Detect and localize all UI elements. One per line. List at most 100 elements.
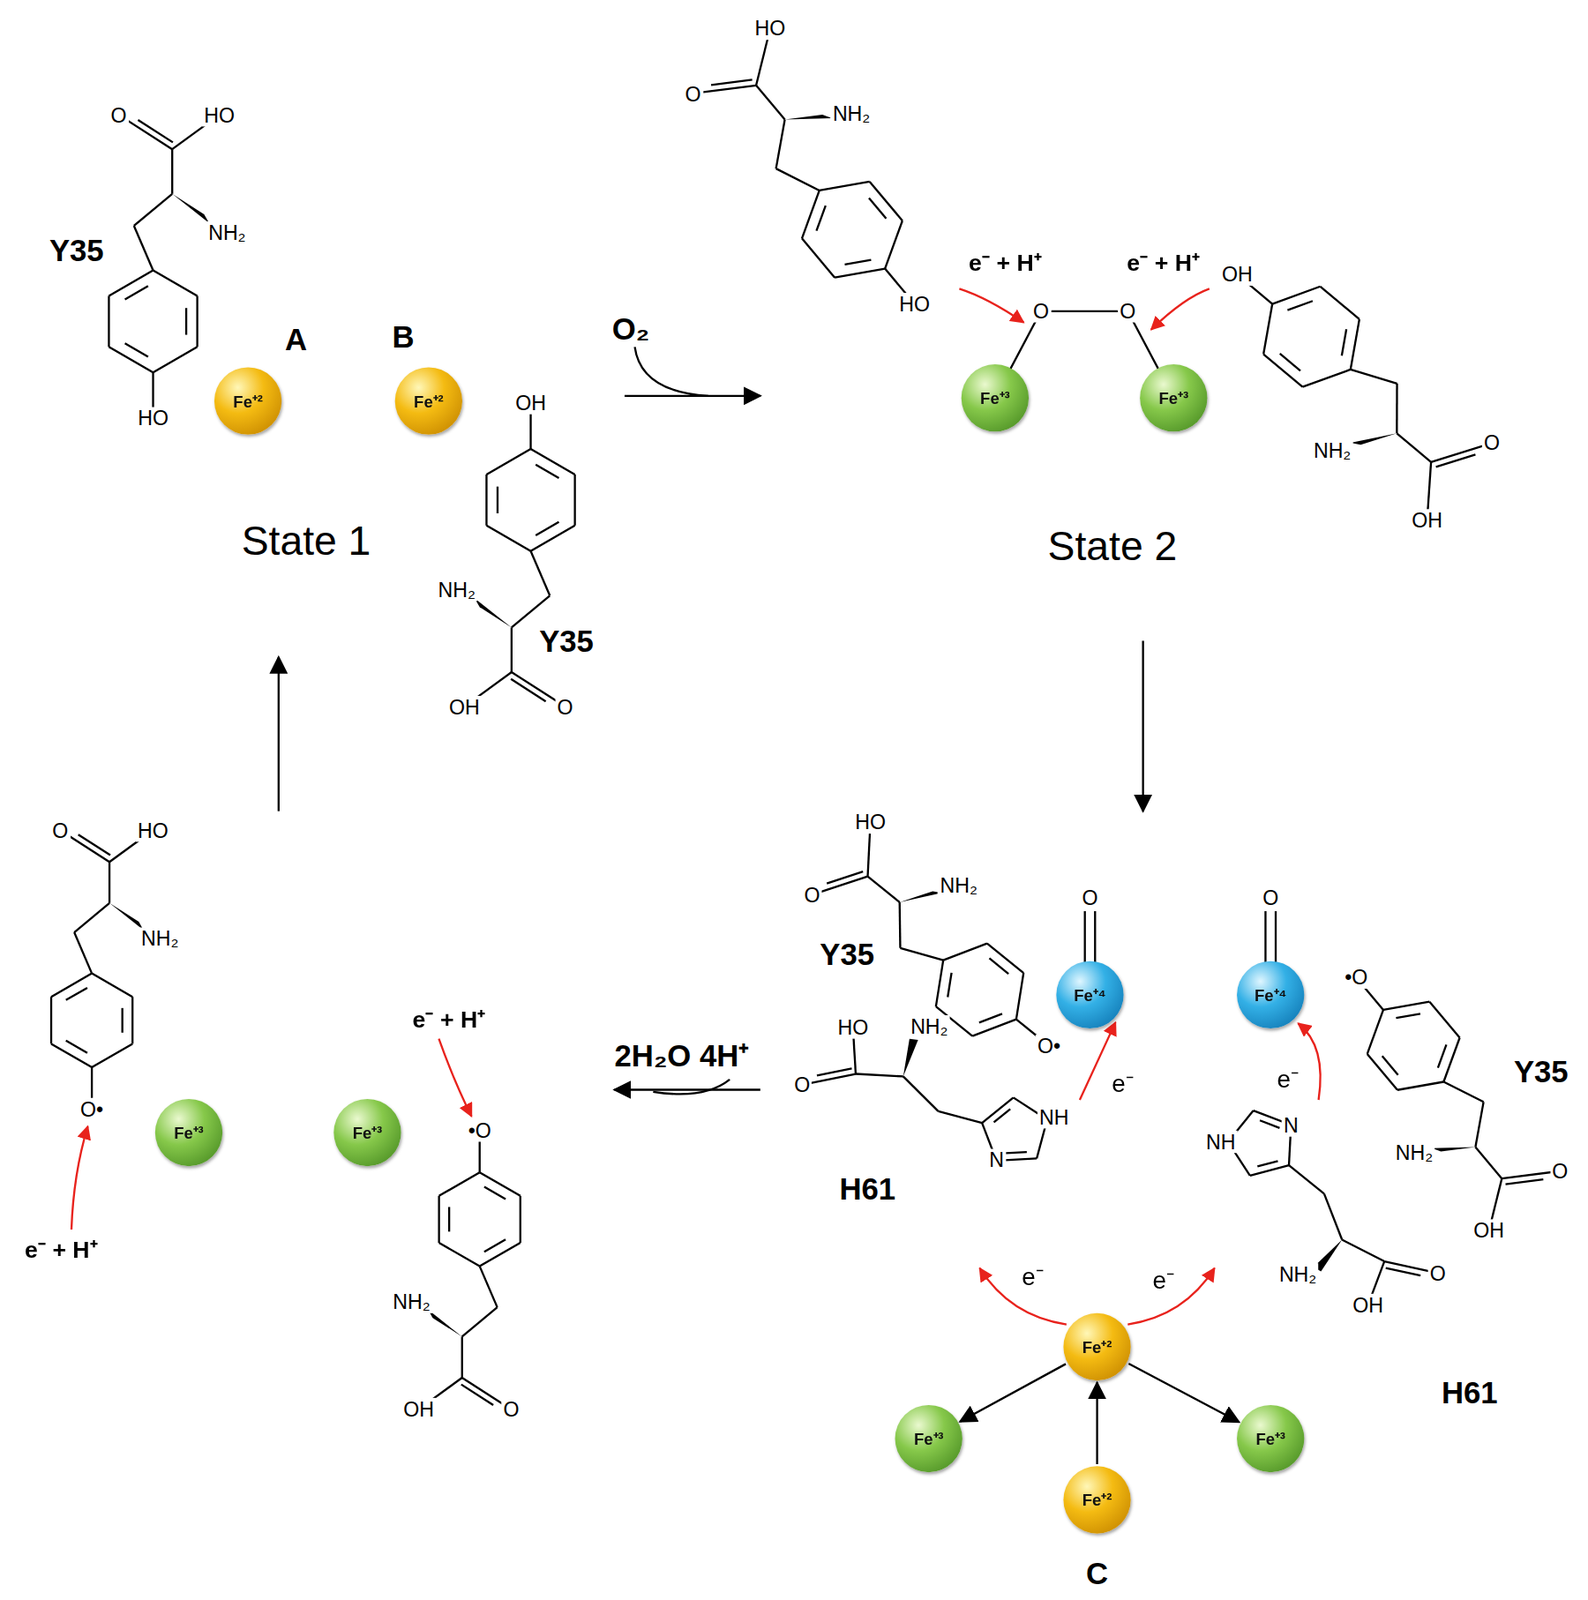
bond: [485, 474, 487, 526]
electron-proton-label: e⁻ + H⁺: [22, 1236, 100, 1263]
cycle-arrow: [1141, 640, 1144, 811]
bond: [1341, 1240, 1385, 1263]
bond: [66, 988, 88, 1001]
bond: [988, 958, 1009, 974]
residue-label: H61: [1439, 1376, 1500, 1410]
residue-label: Y35: [537, 623, 596, 658]
bond: [153, 270, 198, 297]
bond: [461, 1336, 464, 1379]
bond: [125, 343, 149, 357]
bond: [987, 943, 1024, 974]
residue-label: B: [389, 320, 417, 354]
atom-label: NH₂: [390, 1290, 433, 1313]
bond: [943, 943, 988, 961]
bond: [816, 205, 825, 232]
iron-sphere: Fe⁺³: [333, 1099, 401, 1167]
bond: [461, 1385, 494, 1406]
atom-label: O: [50, 819, 71, 842]
bond: [884, 220, 903, 269]
cycle-arrow: [614, 1088, 760, 1091]
electron-label: e⁻: [1019, 1264, 1046, 1292]
atom-label: NH₂: [435, 577, 478, 600]
electron-arrow: [958, 288, 1024, 323]
bond: [479, 1172, 521, 1197]
bond: [479, 1243, 521, 1267]
bond: [1443, 1081, 1484, 1102]
bond: [1320, 286, 1360, 320]
bond: [185, 307, 188, 335]
bond: [573, 474, 576, 526]
bond: [898, 902, 902, 949]
bond: [868, 198, 887, 219]
atom-label: O: [1260, 886, 1281, 909]
electron-arrow: [438, 1039, 472, 1117]
bond: [486, 525, 531, 552]
electron-label: e⁻: [1274, 1066, 1301, 1094]
bond: [826, 871, 863, 884]
iron-sphere: Fe⁺³: [155, 1099, 223, 1167]
bond: [801, 190, 820, 239]
bond: [899, 948, 944, 961]
bond: [125, 285, 149, 300]
bond: [439, 1243, 480, 1267]
bond: [51, 973, 92, 998]
bond: [531, 449, 576, 475]
atom-label: O: [1550, 1160, 1571, 1183]
bond: [439, 1172, 480, 1197]
bond: [484, 1239, 506, 1252]
state-label: State 1: [239, 518, 373, 564]
wedge-bond: [1431, 1146, 1476, 1152]
bond: [711, 79, 753, 85]
reagent-label: 2H₂O 4H⁺: [612, 1039, 751, 1073]
atom-label: O: [801, 883, 823, 907]
bond: [1274, 911, 1277, 965]
bond: [819, 181, 870, 191]
bond: [1259, 1120, 1280, 1129]
bond: [1395, 383, 1399, 434]
bond: [519, 1196, 522, 1244]
bond: [108, 270, 153, 297]
bond: [1280, 353, 1301, 372]
electron-label: e⁻: [1109, 1070, 1136, 1098]
atom-label: NH₂: [937, 874, 980, 897]
bond: [994, 1108, 1012, 1123]
bond: [1505, 1179, 1544, 1184]
residue-label: C: [1084, 1557, 1111, 1591]
bond: [448, 1206, 450, 1232]
bond: [1395, 1013, 1421, 1019]
atom-label: O: [1079, 886, 1101, 909]
bond: [91, 973, 133, 998]
reagent-label: O₂: [609, 311, 652, 345]
bond: [462, 1307, 498, 1337]
atom-label: NH₂: [206, 220, 248, 243]
bond: [834, 269, 885, 278]
bond: [1250, 1165, 1289, 1177]
residue-label: Y35: [1512, 1055, 1571, 1089]
bond: [1475, 1146, 1502, 1179]
bond: [78, 834, 111, 855]
atom-label: O•: [78, 1098, 106, 1121]
bond: [1443, 1037, 1460, 1082]
bond: [1341, 329, 1347, 356]
atom-label: OH: [447, 695, 482, 718]
bond: [510, 679, 546, 702]
iron-sphere: Fe⁺³: [961, 364, 1029, 432]
atom-label: NH₂: [1393, 1141, 1435, 1164]
atom-label: OH: [1409, 509, 1445, 532]
bond: [1093, 911, 1096, 965]
electron-proton-label: e⁻ + H⁺: [410, 1007, 487, 1034]
atom-label: O: [1482, 432, 1503, 455]
bond: [66, 1041, 88, 1054]
bond: [486, 449, 531, 475]
atom-label: OH: [1220, 262, 1255, 285]
bond: [869, 181, 903, 221]
atom-label: NH₂: [1311, 439, 1354, 462]
atom-label: NH₂: [908, 1015, 951, 1038]
residue-label: Y35: [817, 937, 877, 972]
atom-label: NH: [1204, 1130, 1238, 1153]
electron-arrow: [1151, 288, 1210, 330]
atom-label: O: [1427, 1262, 1448, 1285]
atom-label: HO: [135, 819, 171, 842]
electron-transfer-arrow: [1128, 1363, 1239, 1423]
bond: [1385, 1268, 1421, 1277]
